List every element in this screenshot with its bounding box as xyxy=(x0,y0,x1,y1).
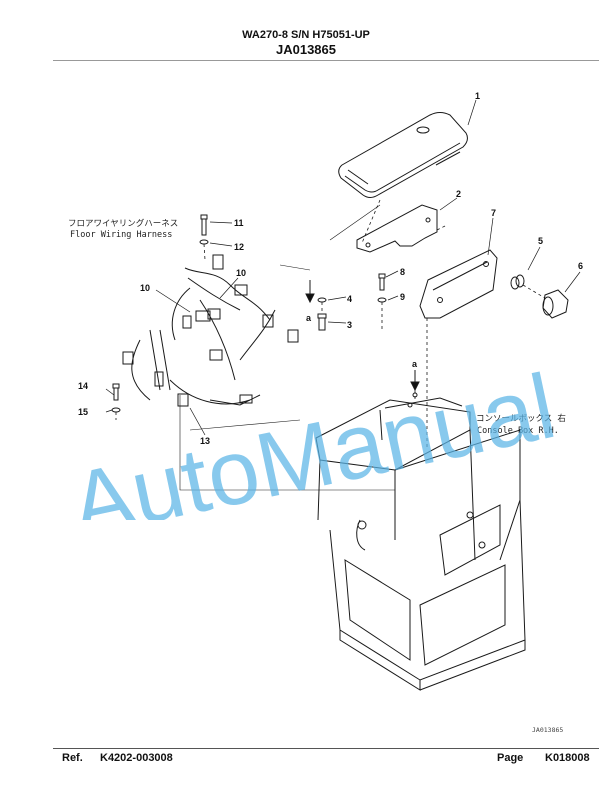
bolt-8 xyxy=(378,273,386,291)
floor-wiring-label-jp: フロアワイヤリングハーネス xyxy=(68,218,178,229)
ref-value: K4202-003008 xyxy=(100,752,173,764)
bolt-14 xyxy=(112,383,120,401)
callout-15: 15 xyxy=(78,407,88,417)
callout-11: 11 xyxy=(234,218,244,228)
console-label-en: Console Box R.H. xyxy=(477,426,559,436)
ref-label: Ref. xyxy=(62,752,83,764)
armrest-pad xyxy=(338,112,468,198)
callout-10a: 10 xyxy=(140,283,150,293)
callout-4: 4 xyxy=(347,294,352,304)
callout-2: 2 xyxy=(456,189,461,199)
console-box xyxy=(315,392,526,691)
console-label-jp: コンソールボックス 右 xyxy=(476,413,566,424)
callout-8: 8 xyxy=(400,267,405,277)
page-value: K018008 xyxy=(545,752,590,764)
floor-wiring-harness xyxy=(122,254,299,407)
callout-a-right: a xyxy=(412,359,418,369)
plate xyxy=(419,249,498,319)
callout-6: 6 xyxy=(578,261,583,271)
callout-13: 13 xyxy=(200,436,210,446)
connector-13 xyxy=(177,393,189,407)
callout-5: 5 xyxy=(538,236,543,246)
header-rule xyxy=(53,60,599,61)
callout-12: 12 xyxy=(234,242,244,252)
model-title: WA270-8 S/N H75051-UP xyxy=(242,29,370,41)
callout-a-left: a xyxy=(306,313,312,323)
floor-wiring-label-en: Floor Wiring Harness xyxy=(70,230,172,240)
washer-12 xyxy=(199,239,209,245)
bolt-3 xyxy=(317,313,327,331)
callout-1: 1 xyxy=(475,91,480,101)
footer-rule xyxy=(53,748,599,749)
watermark: AutoManual xyxy=(62,355,563,520)
callout-7: 7 xyxy=(491,208,496,218)
bracket xyxy=(356,204,438,253)
page-label: Page xyxy=(497,752,524,764)
callout-10b: 10 xyxy=(236,268,246,278)
callout-14: 14 xyxy=(78,381,88,391)
group-number: JA013865 xyxy=(276,42,336,57)
callout-9: 9 xyxy=(400,292,405,302)
callout-3: 3 xyxy=(347,320,352,330)
drawing-number: JA013865 xyxy=(532,726,564,734)
bolt-11 xyxy=(200,214,208,236)
knob xyxy=(542,289,569,319)
watermark-text: AutoManual xyxy=(62,355,563,520)
grommet xyxy=(510,274,525,290)
